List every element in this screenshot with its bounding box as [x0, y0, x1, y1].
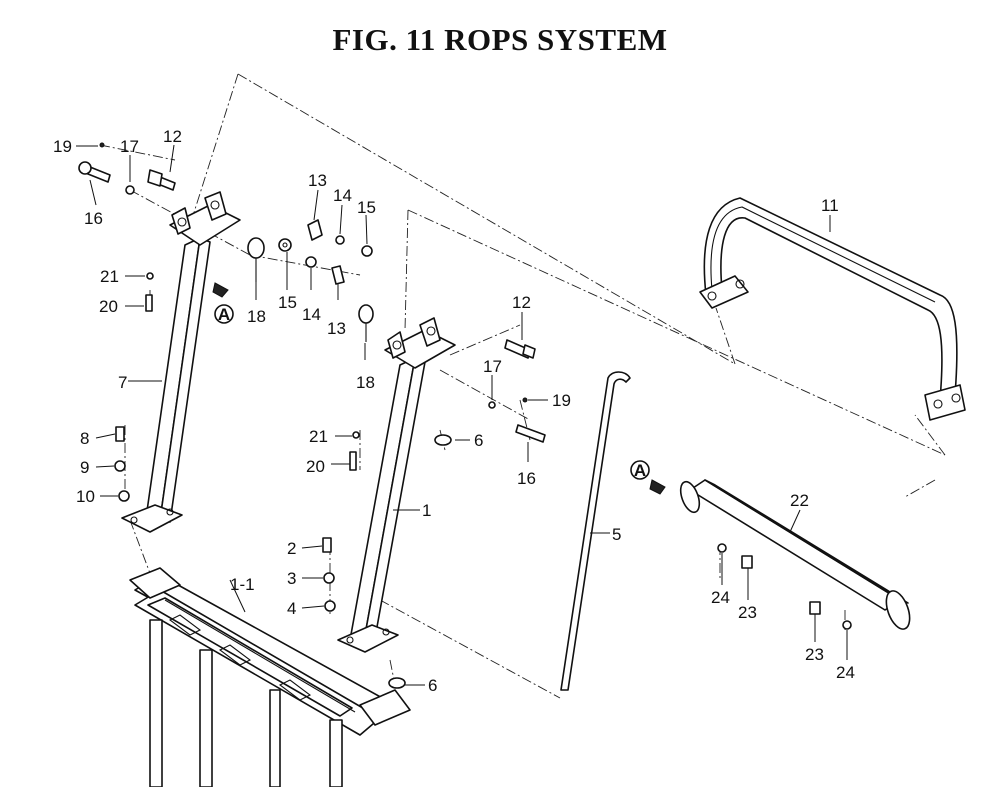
callout-24: 24	[711, 588, 730, 607]
callout-18: 18	[356, 373, 375, 392]
callout-18: 18	[247, 307, 266, 326]
callout-7: 7	[118, 373, 127, 392]
part-1-1-base-frame	[129, 567, 411, 788]
callout-12: 12	[512, 293, 531, 312]
callout-22: 22	[790, 491, 809, 510]
callout-15: 15	[278, 293, 297, 312]
part-1-center-post	[337, 317, 456, 653]
callout-17: 17	[120, 137, 139, 156]
marker-a-label: A	[218, 305, 230, 324]
marker-a-label: A	[634, 461, 646, 480]
callout-23: 23	[805, 645, 824, 664]
part-22-cross-bar	[679, 479, 911, 630]
callout-19: 19	[53, 137, 72, 156]
reference-marker-a-right: A	[630, 460, 650, 480]
callout-14: 14	[333, 186, 352, 205]
callout-19: 19	[552, 391, 571, 410]
callout-21: 21	[100, 267, 119, 286]
callout-20: 20	[306, 457, 325, 476]
callout-6: 6	[474, 431, 483, 450]
callout-21: 21	[309, 427, 328, 446]
callout-8: 8	[80, 429, 89, 448]
callout-24: 24	[836, 663, 855, 682]
part-11-top-bar	[699, 197, 966, 421]
callout-23: 23	[738, 603, 757, 622]
callout-9: 9	[80, 458, 89, 477]
callout-11: 11	[821, 196, 839, 215]
callout-12: 12	[163, 127, 182, 146]
callout-5: 5	[612, 525, 621, 544]
callout-3: 3	[287, 569, 296, 588]
callout-15: 15	[357, 198, 376, 217]
callout-1: 1	[422, 501, 431, 520]
callouts: 19 17 12 16 13 14 15 21 20 18 15 14 13 1…	[53, 127, 855, 695]
callout-4: 4	[287, 599, 296, 618]
callout-2: 2	[287, 539, 296, 558]
callout-16: 16	[517, 469, 536, 488]
callout-13: 13	[308, 171, 327, 190]
figure-title: FIG. 11 ROPS SYSTEM	[332, 22, 668, 57]
callout-14: 14	[302, 305, 321, 324]
callout-16: 16	[84, 209, 103, 228]
callout-13: 13	[327, 319, 346, 338]
callout-17: 17	[483, 357, 502, 376]
callout-10: 10	[76, 487, 95, 506]
reference-marker-a-left: A	[214, 304, 234, 324]
leader-lines	[76, 144, 848, 686]
callout-6: 6	[428, 676, 437, 695]
callout-1-1: 1-1	[230, 575, 255, 594]
callout-20: 20	[99, 297, 118, 316]
part-7-left-post	[121, 191, 241, 533]
part-5-rod	[560, 371, 631, 691]
hardware	[78, 142, 852, 689]
